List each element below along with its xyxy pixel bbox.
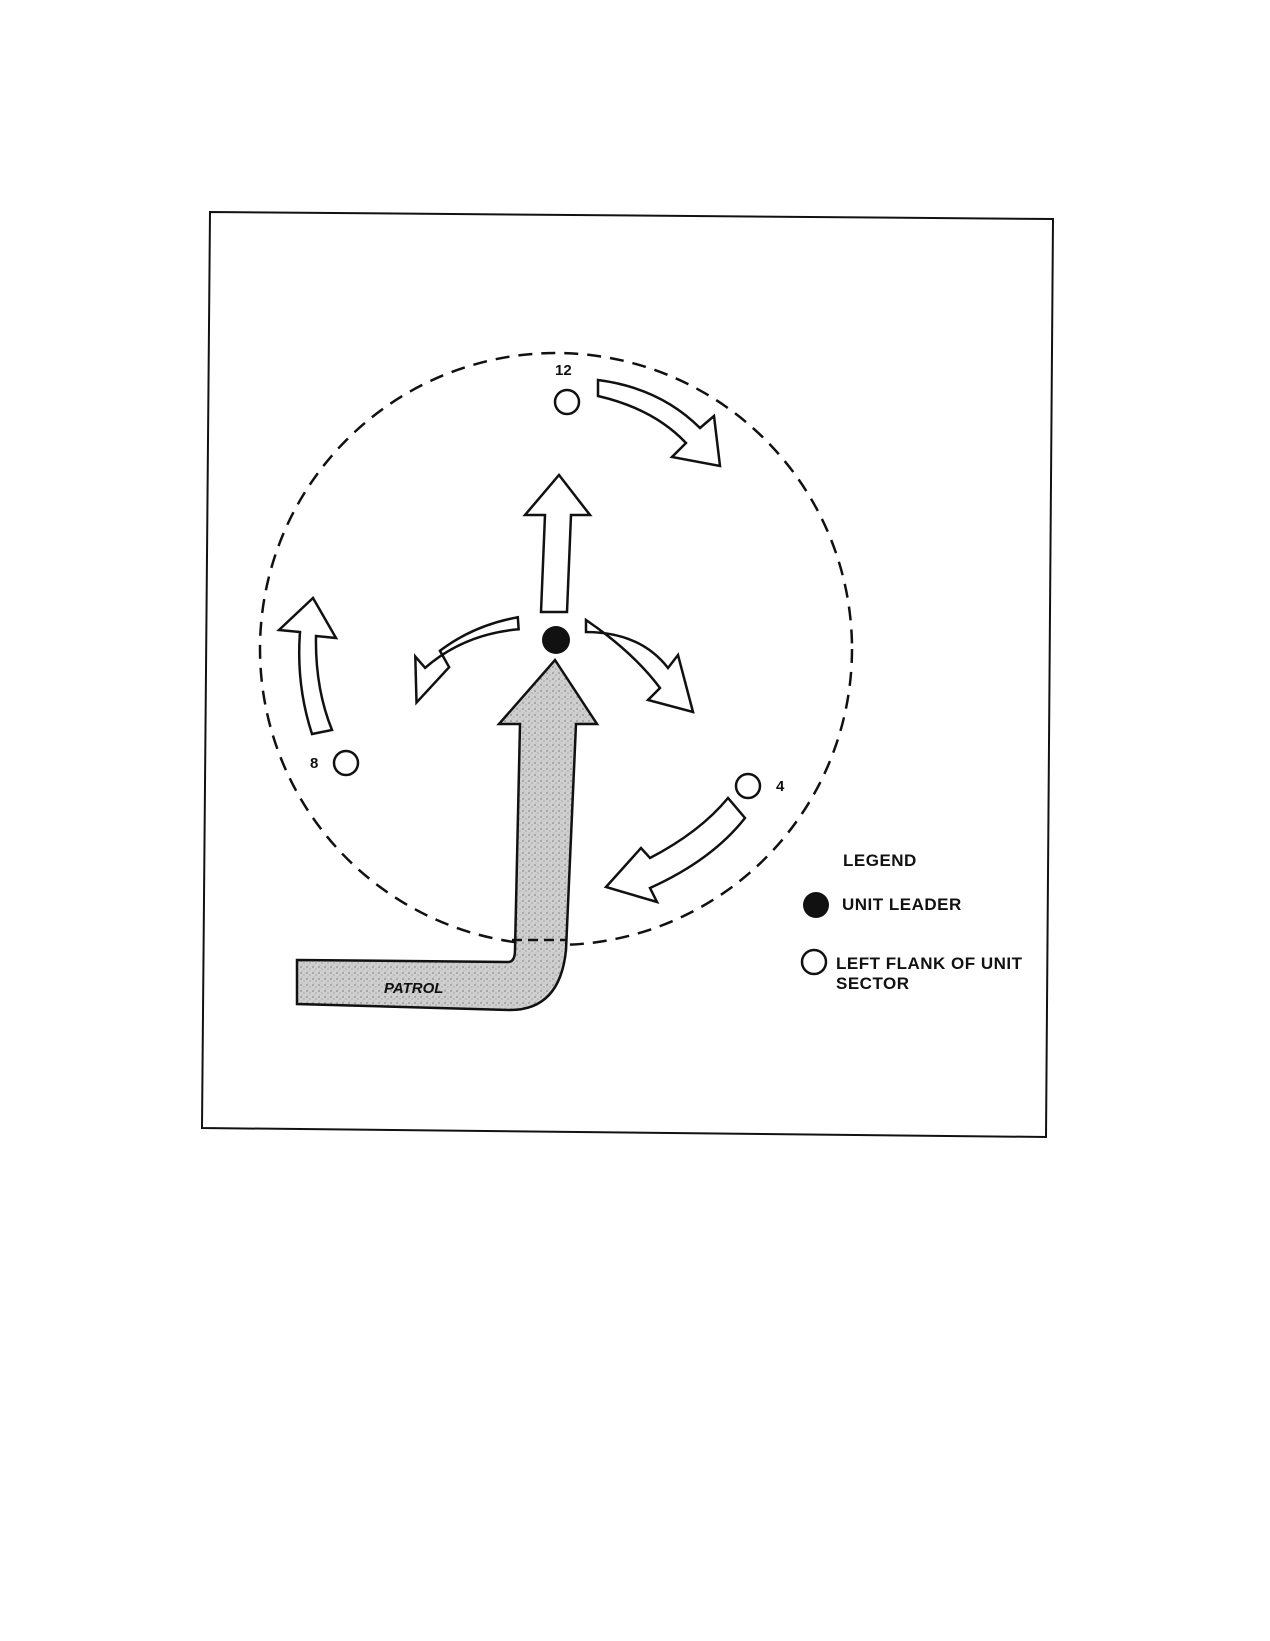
clock-label-8: 8 (310, 755, 318, 772)
flank-marker-12 (553, 388, 581, 416)
sector-arrow-8 (276, 596, 339, 736)
legend-left-flank-icon (800, 948, 828, 976)
leader-arrow-left (413, 615, 520, 706)
leader-arrow-up (522, 473, 593, 614)
clock-label-12: 12 (555, 362, 572, 379)
unit-leader-marker (542, 626, 570, 654)
sector-arrow-12 (596, 378, 722, 468)
legend-title: LEGEND (843, 851, 917, 870)
clock-label-4: 4 (776, 778, 785, 795)
legend-left-flank-label-line2: SECTOR (836, 974, 910, 993)
legend-unit-leader-label: UNIT LEADER (842, 895, 962, 914)
patrol-route-arrow (295, 657, 600, 1012)
legend-unit-leader-icon (803, 892, 829, 918)
legend-left-flank-label-line1: LEFT FLANK OF UNIT (836, 954, 1023, 973)
sector-arrow-4 (603, 796, 747, 905)
flank-marker-8 (332, 749, 360, 777)
leader-arrow-right (584, 617, 695, 714)
patrol-label: PATROL (384, 980, 443, 997)
figure-frame (200, 210, 1055, 1139)
flank-marker-4 (734, 772, 762, 800)
